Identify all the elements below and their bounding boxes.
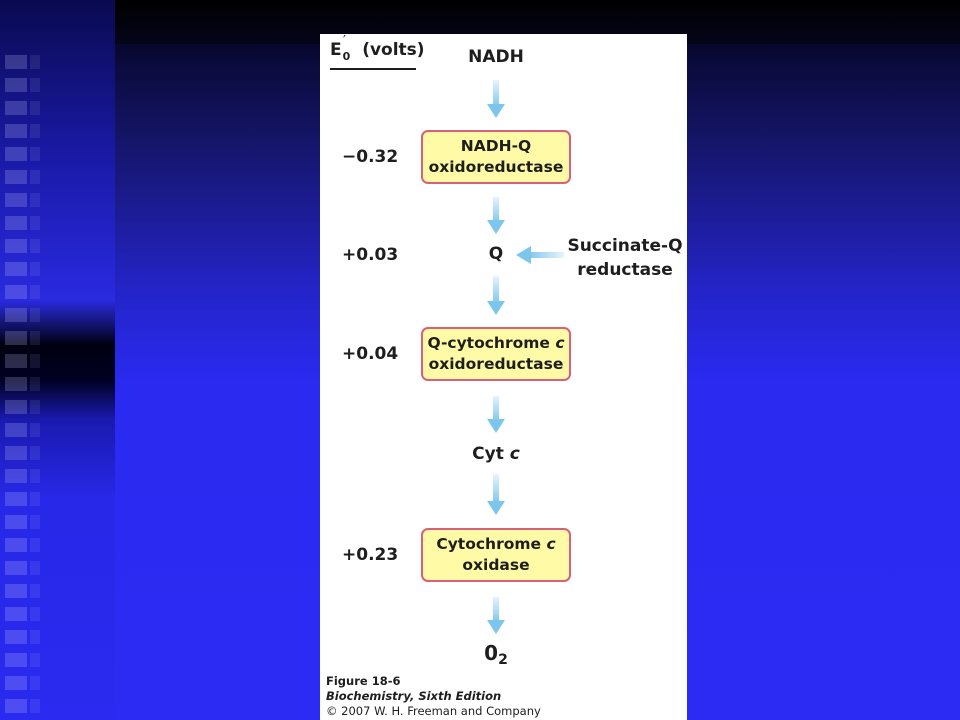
decorative-squares [5, 55, 27, 715]
arrow-complex1-to-q [487, 197, 505, 234]
complex3-box: Q-cytochrome c oxidoreductase [421, 327, 571, 381]
complex4-line1: Cytochrome c [436, 535, 556, 553]
succinate-line1: Succinate-Q [567, 236, 683, 256]
decorative-squares-faint [30, 55, 40, 715]
arrow-cytc-to-complex4 [487, 474, 505, 515]
complex1-line1: NADH-Q [460, 137, 532, 155]
arrow-succinate-to-q [516, 246, 564, 264]
axis-header: E′0 (volts) [330, 34, 425, 70]
arrow-complex4-to-o2 [487, 597, 505, 634]
potential-q: +0.03 [342, 245, 399, 265]
flow-arrows [487, 80, 564, 634]
axis-symbol: E′0 [330, 34, 351, 63]
nadh-label: NADH [468, 47, 524, 67]
complex1-line2: oxidoreductase [428, 158, 564, 176]
electron-transport-figure: E′0 (volts) [320, 34, 687, 720]
complex4-line2: oxidase [462, 556, 530, 574]
caption-copyright: © 2007 W. H. Freeman and Company [326, 704, 541, 718]
complex4-box: Cytochrome c oxidase [421, 528, 571, 582]
o2-label: 02 [484, 641, 508, 668]
slide-left-strip [0, 0, 115, 720]
succinate-q-reductase-label: Succinate-Q reductase [565, 234, 685, 282]
caption-title: Figure 18-6 [326, 674, 401, 688]
potential-complex4: +0.23 [342, 545, 399, 565]
potential-complex3: +0.04 [342, 344, 399, 364]
complex1-box: NADH-Q oxidoreductase [421, 130, 571, 184]
q-label: Q [488, 244, 504, 264]
axis-subscript: 0 [342, 50, 351, 63]
cyt-c-label: Cyt c [472, 444, 520, 464]
complex3-line1: Q-cytochrome c [427, 334, 565, 352]
caption-book: Biochemistry, Sixth Edition [326, 689, 502, 703]
arrow-complex3-to-cytc [487, 396, 505, 433]
axis-header-underline [330, 68, 416, 70]
complex3-line2: oxidoreductase [428, 355, 564, 373]
arrow-q-to-complex3 [487, 276, 505, 315]
succinate-line2: reductase [577, 260, 673, 280]
axis-superscript: ′ [343, 34, 346, 49]
potential-complex1: −0.32 [342, 147, 399, 167]
arrow-nadh-to-complex1 [487, 80, 505, 118]
axis-unit: (volts) [362, 40, 425, 60]
figure-caption: Figure 18-6 Biochemistry, Sixth Edition … [326, 674, 541, 719]
